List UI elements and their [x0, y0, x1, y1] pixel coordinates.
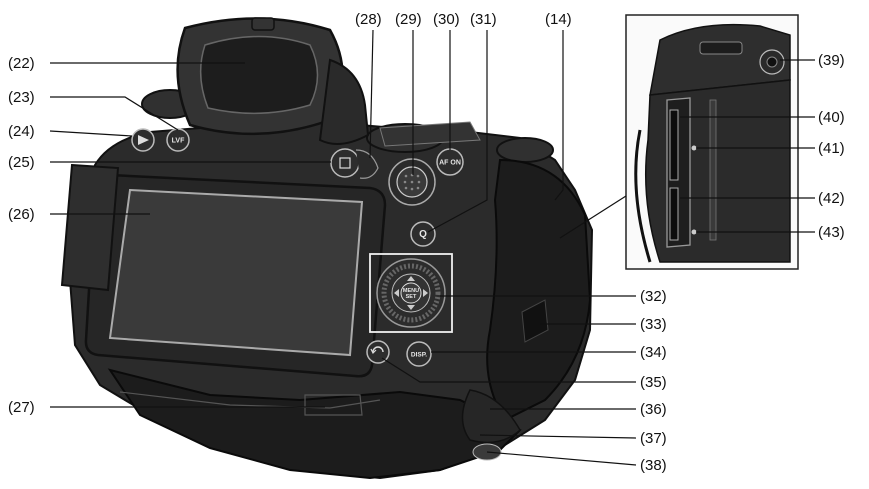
monitor: [60, 163, 387, 378]
focus-mode-lever[interactable]: [355, 149, 379, 179]
card-slot-2: [669, 187, 679, 241]
label-25: (25): [8, 154, 35, 171]
card-access-lamp-2: [691, 229, 697, 235]
control-dial-highlight-box: [369, 253, 453, 333]
label-30: (30): [433, 11, 460, 28]
battery-door: [461, 389, 521, 444]
label-40: (40): [818, 109, 845, 126]
viewfinder: [176, 17, 370, 145]
af-mode-icon: [339, 157, 351, 169]
q-button-text: Q: [419, 229, 427, 240]
inset-top-body: [649, 23, 791, 96]
leader-lines: [49, 29, 815, 466]
label-24: (24): [8, 123, 35, 140]
card-access-lamp-1: [691, 145, 697, 151]
inset-mic-jack: [766, 56, 778, 68]
inset-door-edge: [634, 129, 652, 263]
label-27: (27): [8, 399, 35, 416]
playback-icon: [138, 135, 149, 145]
return-arrow-icon: [370, 348, 377, 355]
label-33: (33): [640, 316, 667, 333]
label-32: (32): [640, 288, 667, 305]
diopter-housing: [318, 58, 370, 145]
label-14: (14): [545, 11, 572, 28]
label-26: (26): [8, 206, 35, 223]
cursor-down-icon: [407, 305, 415, 310]
control-dial-knurl: [381, 263, 441, 323]
cursor-left-icon: [394, 289, 399, 297]
label-35: (35): [640, 374, 667, 391]
label-43: (43): [818, 224, 845, 241]
leader-28: [369, 29, 374, 159]
eyepiece-window: [199, 35, 319, 115]
q-button[interactable]: [410, 221, 436, 247]
cursor-up-icon: [407, 276, 415, 281]
menu-set-button[interactable]: [400, 282, 422, 304]
inset-slot-divider: [709, 99, 717, 241]
label-22: (22): [8, 55, 35, 72]
inset-hotshoe: [699, 41, 743, 55]
leader-23: [50, 96, 179, 131]
callout-labels: (22) (23) (24) (25) (26) (27) (28) (29) …: [8, 11, 845, 474]
eye-sensor: [251, 17, 275, 31]
top-dial-front: [496, 137, 554, 163]
label-41: (41): [818, 140, 845, 157]
lvf-button-text: LVF: [172, 138, 185, 145]
leader-31: [427, 30, 488, 233]
leader-37: [479, 434, 637, 439]
joystick-texture: [403, 173, 421, 191]
card-slot-1: [669, 109, 679, 181]
label-23: (23): [8, 89, 35, 106]
lvf-button[interactable]: [166, 128, 190, 152]
label-39: (39): [818, 52, 845, 69]
buttons: LVF AF ON Q MENU SET: [131, 121, 481, 367]
inset-pointer-line: [559, 195, 627, 239]
af-mode-button[interactable]: [330, 148, 360, 178]
menu-text: MENU: [403, 288, 419, 294]
leader-35: [381, 357, 636, 383]
hand-grip: [486, 158, 592, 422]
label-42: (42): [818, 190, 845, 207]
monitor-screen: [108, 188, 364, 357]
label-29: (29): [395, 11, 422, 28]
label-37: (37): [640, 430, 667, 447]
disp-button[interactable]: [406, 341, 432, 367]
leader-14: [554, 30, 564, 201]
connector-cover: [304, 394, 363, 416]
label-31: (31): [470, 11, 497, 28]
card-door-slot: [521, 299, 549, 343]
cancel-button[interactable]: [366, 340, 390, 364]
leader-24: [49, 130, 133, 137]
card-slot-inset: [625, 14, 799, 270]
label-38: (38): [640, 457, 667, 474]
cursor-right-icon: [423, 289, 428, 297]
label-34: (34): [640, 344, 667, 361]
label-28: (28): [355, 11, 382, 28]
label-36: (36): [640, 401, 667, 418]
leader-38: [486, 451, 637, 466]
af-on-button-text: AF ON: [439, 160, 461, 167]
set-text: SET: [406, 294, 417, 300]
disp-button-text: DISP.: [411, 352, 427, 359]
return-icon: [372, 346, 384, 353]
monitor-hinge-left: [60, 163, 120, 292]
rear-dial[interactable]: [379, 121, 481, 147]
